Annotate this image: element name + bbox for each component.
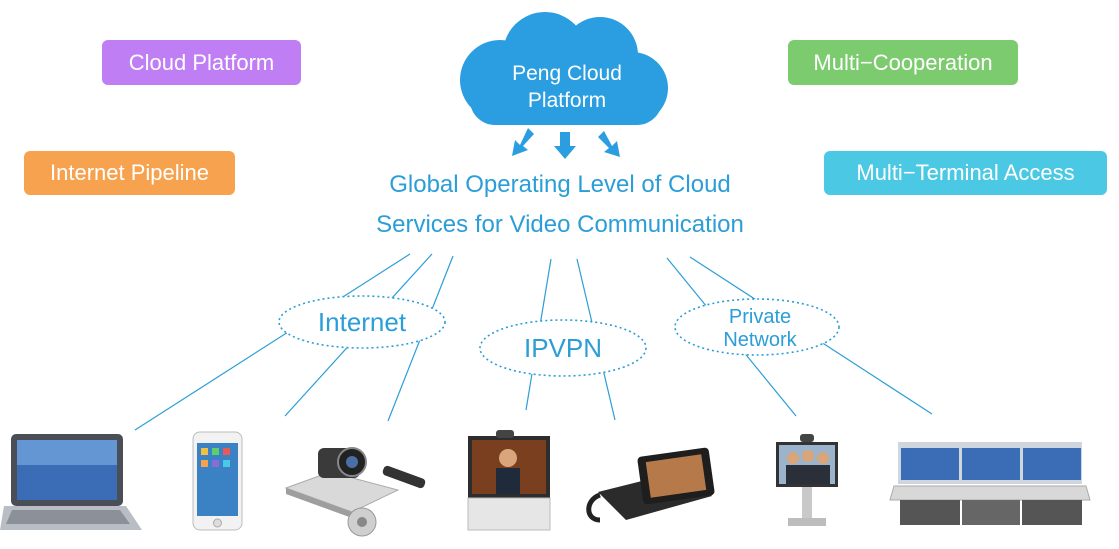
private-network-label-line2: Network bbox=[723, 329, 797, 351]
cloud-title: Peng Cloud Platform bbox=[470, 60, 664, 114]
immersive-room-icon bbox=[889, 442, 1091, 525]
cloud-icon bbox=[460, 12, 668, 125]
ipvpn-bubble bbox=[479, 319, 647, 377]
ipvpn-label: IPVPN bbox=[523, 333, 603, 363]
cloud-title-line2: Platform bbox=[527, 89, 607, 112]
multi-terminal-access-tag: Multi−Terminal Access bbox=[824, 151, 1107, 195]
internet-label: Internet bbox=[317, 307, 407, 337]
internet-pipeline-tag: Internet Pipeline bbox=[24, 151, 235, 195]
cloud-title-line1: Peng Cloud bbox=[512, 62, 622, 85]
headline-line1: Global Operating Level of Cloud bbox=[389, 171, 731, 198]
laptop-icon bbox=[0, 434, 142, 530]
smartphone-icon bbox=[192, 431, 243, 531]
headline-line2: Services for Video Communication bbox=[376, 211, 744, 238]
video-conference-display-icon bbox=[467, 430, 551, 531]
internet-bubble bbox=[278, 295, 446, 349]
private-network-bubble bbox=[674, 298, 840, 356]
multi-cooperation-tag: Multi−Cooperation bbox=[788, 40, 1018, 85]
private-network-label: Private Network bbox=[680, 306, 840, 352]
video-phone-icon bbox=[586, 447, 715, 523]
cloud-platform-tag: Cloud Platform bbox=[102, 40, 301, 85]
ptz-camera-icon bbox=[284, 447, 426, 537]
down-arrows-icon bbox=[512, 128, 620, 159]
telepresence-unit-icon bbox=[776, 434, 838, 526]
private-network-label-line1: Private bbox=[728, 306, 792, 328]
